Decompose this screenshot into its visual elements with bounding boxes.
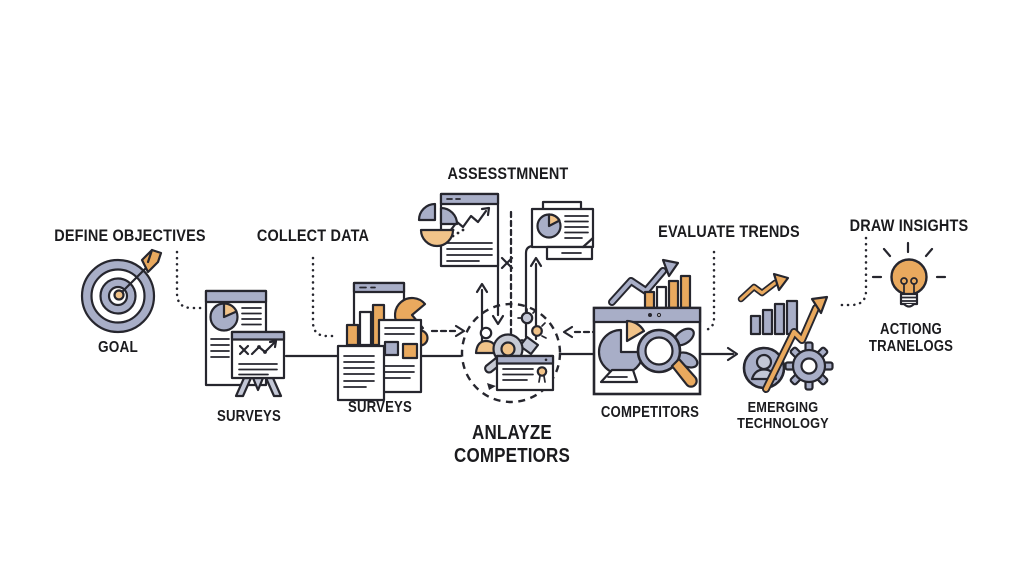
flow-lines bbox=[284, 346, 739, 362]
growth-arrow-icon bbox=[608, 258, 680, 306]
lightbulb-icon bbox=[871, 241, 947, 308]
up-arrowhead-small bbox=[475, 282, 489, 294]
collect-data-title: COLLECT DATA bbox=[256, 226, 370, 245]
badge-icon bbox=[536, 366, 548, 377]
flag-icon bbox=[487, 383, 496, 390]
surveys-caption-first: SURVEYS bbox=[217, 408, 281, 425]
document-front bbox=[336, 344, 386, 402]
analyze-line1: ANLAYZE bbox=[472, 422, 552, 444]
connector-collect-data bbox=[311, 256, 336, 338]
emerging-line1: EMERGING bbox=[747, 399, 819, 416]
draw-insights-caption: ACTIONG TRANELOGS bbox=[847, 321, 975, 355]
dashed-circle bbox=[460, 302, 562, 404]
competitors-icon bbox=[592, 258, 702, 396]
flow-arrowhead bbox=[726, 346, 739, 362]
assessment-report-icon bbox=[417, 192, 500, 268]
gear-icon bbox=[784, 341, 834, 391]
connector-evaluate-trends bbox=[701, 250, 716, 332]
bar bbox=[358, 310, 373, 347]
dashed-arrow-left bbox=[430, 324, 466, 338]
small-trend-arrow-icon bbox=[737, 272, 790, 303]
emerging-technology-caption: EMERGING TECHNOLOGY bbox=[719, 400, 847, 431]
insights-line2: TRANELOGS bbox=[868, 338, 954, 355]
competitors-caption: COMPETITORS bbox=[600, 404, 700, 421]
ray bbox=[924, 247, 934, 258]
down-arrowhead bbox=[491, 314, 505, 326]
pie-chart bbox=[597, 328, 645, 376]
trend-line bbox=[250, 341, 276, 356]
survey-report-icon bbox=[204, 289, 286, 398]
up-arrowhead bbox=[529, 256, 543, 268]
easel-chart-icon bbox=[230, 330, 286, 398]
emerging-line2: TECHNOLOGY bbox=[737, 414, 829, 432]
magnifier-icon-large bbox=[636, 328, 698, 388]
target-arrow-icon bbox=[80, 248, 163, 334]
surveys-caption-second: SURVEYS bbox=[348, 399, 412, 416]
draw-insights-title: DRAW INSIGHTS bbox=[849, 216, 969, 235]
analyze-competitors-icon bbox=[460, 302, 562, 404]
result-card-icon bbox=[495, 354, 555, 392]
exploded-pie-icon bbox=[417, 202, 459, 248]
assessment-summary-icon bbox=[530, 200, 595, 261]
define-objectives-title: DEFINE OBJECTIVES bbox=[54, 226, 206, 245]
person-icon bbox=[479, 326, 493, 340]
bar bbox=[345, 323, 360, 347]
survey-documents-icon bbox=[336, 281, 429, 402]
emerging-technology-icon bbox=[737, 272, 834, 393]
assessment-title: ASSESSTMNENT bbox=[447, 164, 569, 183]
analyze-competitors-caption: ANLAYZE COMPETIORS bbox=[427, 422, 597, 468]
connector-draw-insights bbox=[836, 236, 868, 307]
ray bbox=[882, 247, 892, 258]
evaluate-trends-title: EVALUATE TRENDS bbox=[658, 222, 800, 241]
insights-line1: ACTIONG bbox=[880, 321, 942, 338]
analyze-line2: COMPETIORS bbox=[454, 445, 570, 467]
connector-define-objectives bbox=[175, 250, 203, 310]
goal-caption: GOAL bbox=[98, 339, 138, 356]
big-trend-arrow-icon bbox=[762, 295, 829, 393]
